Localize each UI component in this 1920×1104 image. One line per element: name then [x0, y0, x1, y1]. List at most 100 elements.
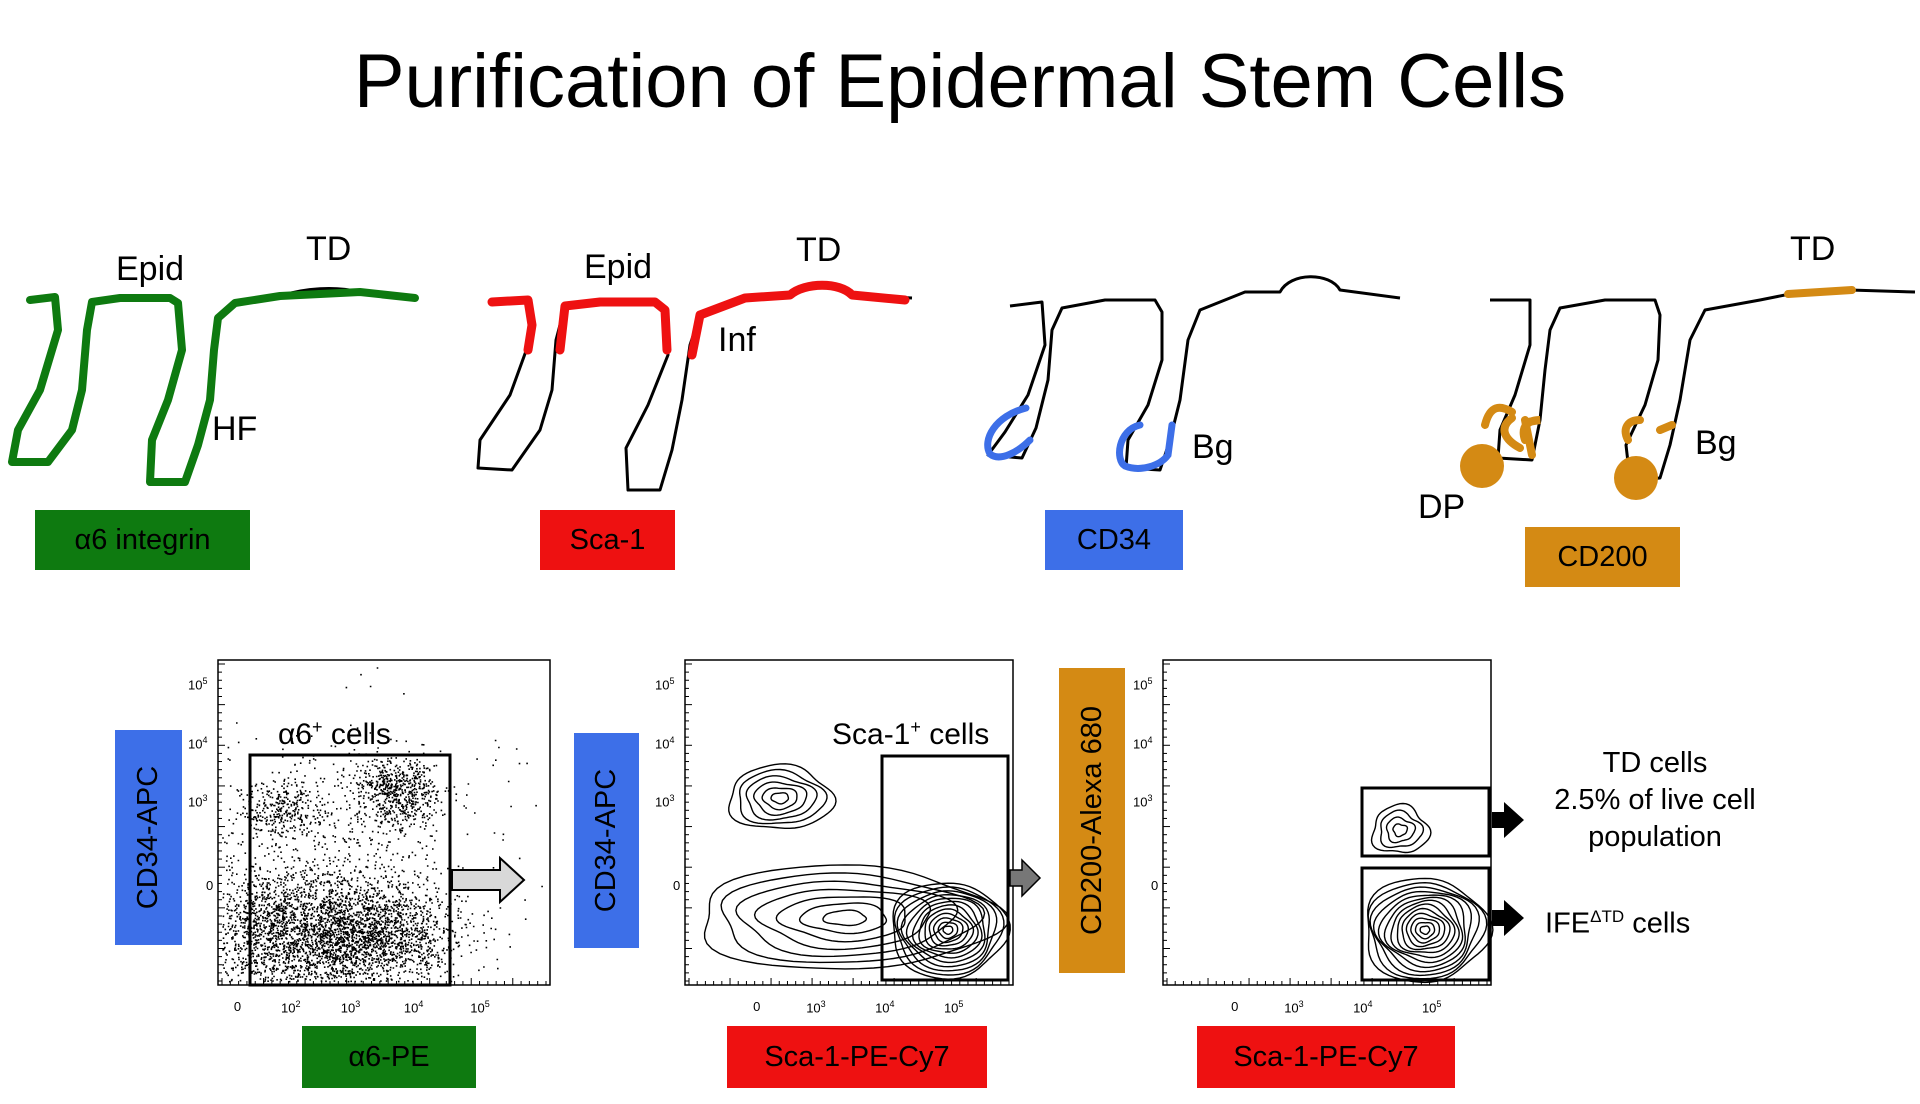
td-population-annotation: TD cells 2.5% of live cell population	[1554, 747, 1756, 853]
contour-line	[1369, 886, 1480, 977]
right-arrow-icon	[1492, 802, 1524, 838]
contour-line	[798, 902, 888, 935]
skin-outline	[476, 283, 913, 492]
y-tick-label: 104	[1133, 734, 1153, 751]
contour-line	[1383, 896, 1464, 964]
inf-label: Inf	[718, 321, 756, 359]
right-arrow-icon	[1492, 900, 1524, 936]
y-axis-label-box: CD34-APC	[574, 733, 639, 948]
y-tick-label: 105	[655, 676, 675, 693]
contour-line	[1390, 899, 1460, 959]
contour-line	[932, 917, 964, 944]
contour-line	[896, 890, 998, 972]
x-tick-label: 105	[943, 999, 964, 1016]
contour-line	[900, 893, 991, 968]
cd34-marker: CD34	[1045, 510, 1183, 570]
contour-line	[942, 925, 954, 935]
contour-line	[761, 787, 798, 811]
contour-line	[720, 872, 986, 964]
contour-line	[1370, 802, 1432, 854]
td-label: TD	[1790, 230, 1836, 268]
contour-line	[735, 880, 959, 958]
dp-label: DP	[1418, 488, 1466, 526]
x-axis-label: α6-PE	[302, 1026, 476, 1088]
contour-lines	[1367, 802, 1494, 984]
contour-line	[937, 921, 959, 940]
contour-line	[728, 763, 837, 829]
y-tick-label: 103	[188, 793, 208, 810]
y-tick-label: 105	[188, 676, 208, 693]
contour-line	[1377, 894, 1466, 969]
x-tick-label: 103	[1284, 999, 1304, 1016]
x-tick-label: 0	[1231, 999, 1239, 1014]
contour-line	[1405, 912, 1446, 948]
cd34-stain	[1116, 421, 1176, 472]
contour-line	[905, 897, 986, 964]
cd200-stain	[1621, 416, 1676, 444]
y-axis-label: CD34-APC	[132, 765, 164, 910]
contour-line	[1414, 922, 1436, 940]
dermal-papilla	[1614, 456, 1658, 500]
x-tick-label: 0	[233, 999, 242, 1014]
contour-line	[1367, 877, 1494, 984]
y-tick-label: 103	[1133, 793, 1153, 810]
x-tick-label: 105	[470, 999, 490, 1016]
y-tick-label: 105	[1133, 676, 1153, 693]
cd200-stain	[1784, 286, 1856, 298]
cd34-stain	[984, 404, 1034, 461]
y-tick-label: 0	[1151, 877, 1159, 893]
contour-line	[1410, 917, 1441, 944]
x-tick-label: 103	[340, 999, 361, 1016]
bg-label: Bg	[1695, 424, 1737, 462]
contour-line	[703, 864, 1010, 970]
contour-line	[775, 896, 906, 943]
sca1-stain	[555, 297, 672, 355]
axis-ticks	[218, 663, 1488, 985]
x-tick-label: 104	[1353, 999, 1373, 1016]
contour-line	[892, 882, 1011, 980]
sca1-gate	[880, 754, 1010, 982]
alpha6-gate	[248, 753, 452, 987]
sca1-gate-label: Sca-1+ cells	[832, 717, 990, 751]
y-axis-label: CD200-Alexa 680	[1075, 706, 1108, 935]
contour-line	[752, 781, 808, 817]
sca1-stain	[487, 295, 537, 355]
dermal-papilla	[1460, 444, 1504, 488]
y-axis-label: CD34-APC	[590, 768, 622, 913]
alpha6-gate-label: α6+ cells	[278, 717, 391, 751]
y-tick-label: 0	[673, 877, 681, 893]
alpha6-stain	[8, 288, 419, 486]
contour-line	[924, 908, 975, 950]
contour-line	[893, 886, 1005, 976]
right-arrow-icon	[451, 855, 526, 905]
bg-label: Bg	[1192, 428, 1234, 466]
cd200-stain	[1500, 414, 1536, 459]
event-dots	[222, 667, 543, 983]
ife-population-annotation: IFEΔTD cells	[1545, 907, 1691, 940]
sca1-marker: Sca-1	[540, 510, 675, 570]
contour-line	[1392, 823, 1409, 838]
contour-line	[1396, 903, 1456, 954]
contour-line	[770, 792, 790, 805]
y-axis-label-box: CD34-APC	[115, 730, 182, 945]
x-tick-label: 105	[1421, 999, 1442, 1016]
x-tick-label: 103	[806, 999, 826, 1016]
figure-title: Purification of Epidermal Stem Cells	[353, 39, 1567, 124]
schematic-cd34	[984, 275, 1401, 472]
td-gate	[1360, 786, 1491, 858]
contour-line	[822, 909, 868, 927]
y-tick-label: 0	[206, 877, 214, 893]
x-tick-label: 104	[875, 999, 895, 1016]
hf-label: HF	[212, 410, 258, 448]
contour-line	[1380, 809, 1425, 849]
contour-line	[1385, 816, 1417, 844]
contour-line	[918, 904, 979, 954]
x-axis-label: Sca-1-PE-Cy7	[1197, 1026, 1455, 1088]
contour-line	[745, 775, 818, 821]
ife-gate	[1360, 866, 1491, 982]
schematic-cd200	[1460, 286, 1916, 500]
y-tick-label: 104	[188, 734, 208, 751]
x-tick-label: 104	[403, 999, 424, 1016]
contour-line	[753, 888, 932, 951]
epid-label: Epid	[116, 250, 185, 288]
